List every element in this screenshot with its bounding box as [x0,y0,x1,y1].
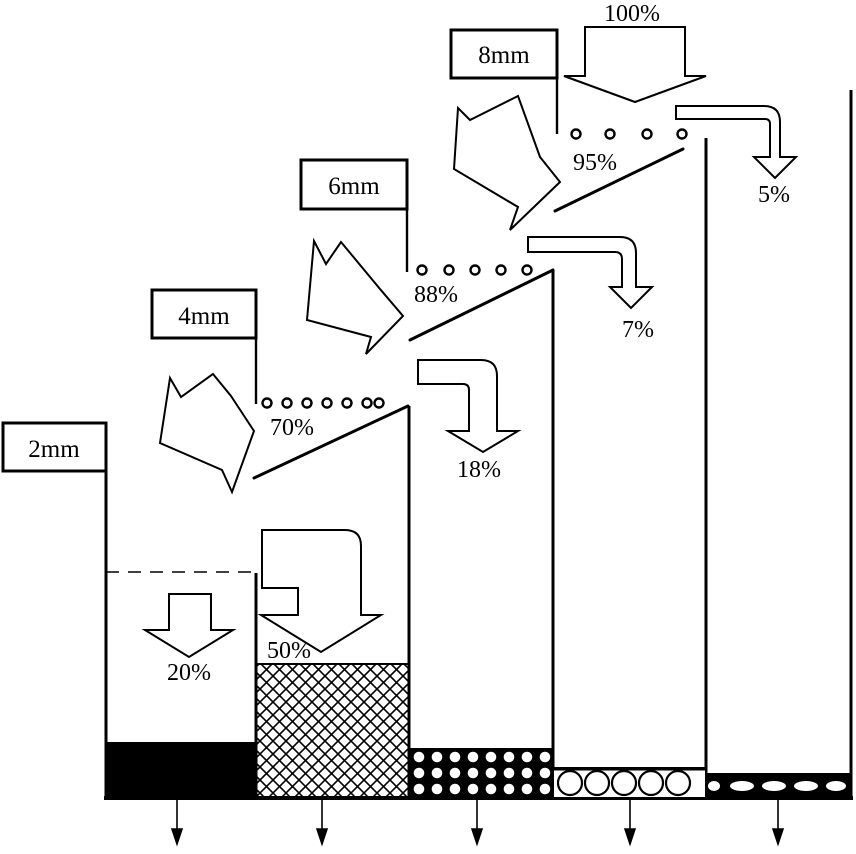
small-circle-fill [408,748,554,799]
passing-arrow-4mm [158,372,256,495]
oversize-arrow-2mm [257,529,385,654]
fines-solid-fill [106,742,256,798]
pass-percent-4mm: 70% [270,415,314,441]
passing-arrow-6mm [305,237,405,355]
oversize-percent-4mm: 18% [457,457,501,483]
screen-label-8mm: 8mm [449,28,559,134]
passing-arrow-2mm [141,593,237,659]
pass-percent-2mm: 20% [167,660,211,686]
screen-label-2mm: 2mm [1,421,108,473]
oversize-arrow-6mm [527,236,655,310]
pass-percent-6mm: 88% [414,282,458,308]
screen-deck-4mm [252,404,410,480]
outlet-arrows [170,800,785,847]
passing-arrow-8mm [452,94,562,231]
oversize-arrow-4mm [417,359,522,454]
screen-size-2mm: 2mm [28,436,80,463]
screen-label-4mm: 4mm [150,288,258,404]
screen-openings [261,128,688,409]
feed-percent: 100% [604,1,660,27]
screen-label-6mm: 6mm [299,158,409,272]
oversize-percent-2mm: 50% [267,638,311,664]
oversize-percent-8mm: 5% [758,182,790,208]
screen-deck-8mm [553,147,685,213]
feed-arrow [563,26,707,104]
oversize-percent-6mm: 7% [622,317,654,343]
screen-size-4mm: 4mm [178,303,230,330]
screen-size-6mm: 6mm [328,173,380,200]
screen-decks [252,147,685,480]
screen-deck-6mm [408,268,555,342]
oversize-arrow-8mm [675,105,799,180]
large-circle-fill [552,767,707,799]
crosshatch-fill [255,663,410,799]
pass-percent-8mm: 95% [573,150,617,176]
screen-size-8mm: 8mm [478,42,530,69]
coarse-oval-fill [706,773,851,798]
